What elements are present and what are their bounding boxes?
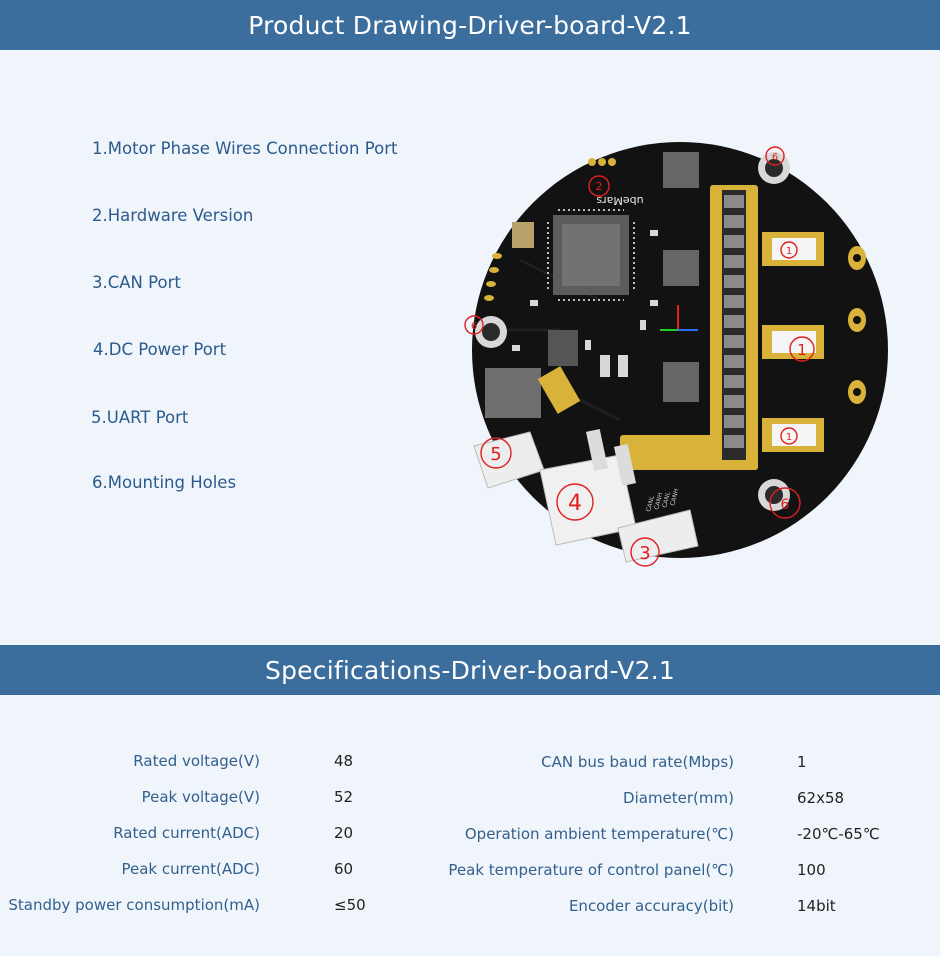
mounting-holes bbox=[475, 152, 790, 511]
svg-text:1: 1 bbox=[786, 246, 792, 257]
spec-label-peak-panel-temp: Peak temperature of control panel(℃) bbox=[448, 861, 734, 879]
svg-text:5: 5 bbox=[490, 444, 501, 465]
dc-power-connector bbox=[539, 428, 637, 546]
spec-value-peak-panel-temp: 100 bbox=[797, 861, 826, 879]
pcb-body bbox=[472, 142, 888, 558]
svg-text:CANH: CANH bbox=[669, 488, 680, 507]
svg-text:6: 6 bbox=[471, 321, 477, 332]
svg-text:CANL: CANL bbox=[661, 490, 672, 508]
svg-text:2: 2 bbox=[596, 180, 603, 193]
spec-label-encoder-accuracy: Encoder accuracy(bit) bbox=[568, 897, 734, 915]
spec-value-encoder-accuracy: 14bit bbox=[797, 897, 836, 915]
spec-value-peak-voltage: 52 bbox=[334, 788, 354, 806]
driver-board-drawing: ubeMars CANL CANH CANL CANH bbox=[464, 142, 888, 567]
capacitor-column bbox=[724, 195, 744, 448]
spec-label-can-baud: CAN bus baud rate(Mbps) bbox=[541, 753, 734, 771]
legend-item-motor-phase: 1.Motor Phase Wires Connection Port bbox=[92, 139, 398, 158]
driver-board-illustration: ubeMars CANL CANH CANL CANH bbox=[460, 120, 900, 580]
legend-item-dc-power-port: 4.DC Power Port bbox=[93, 340, 227, 359]
spec-label-diameter: Diameter(mm) bbox=[623, 789, 734, 807]
svg-text:1: 1 bbox=[786, 432, 792, 443]
spec-value-diameter: 62x58 bbox=[797, 789, 845, 807]
board-silkscreen-logo: ubeMars bbox=[596, 194, 643, 207]
svg-text:CANL: CANL bbox=[645, 494, 656, 512]
drawing-title-banner: Product Drawing-Driver-board-V2.1 bbox=[0, 0, 940, 50]
svg-text:6: 6 bbox=[772, 152, 778, 163]
drawing-title: Product Drawing-Driver-board-V2.1 bbox=[248, 10, 692, 40]
callout-numbers: 1 1 1 2 3 4 5 6 6 6 bbox=[471, 152, 807, 564]
spec-value-rated-voltage: 48 bbox=[334, 752, 354, 770]
svg-text:1: 1 bbox=[797, 341, 807, 359]
spec-value-can-baud: 1 bbox=[797, 753, 807, 771]
spec-value-ambient-temp: -20℃-65℃ bbox=[797, 825, 880, 843]
svg-text:4: 4 bbox=[568, 491, 582, 516]
phase-pads bbox=[762, 232, 824, 452]
inductor bbox=[485, 368, 541, 418]
legend-item-uart-port: 5.UART Port bbox=[91, 408, 189, 427]
specs-title-banner: Specifications-Driver-board-V2.1 bbox=[0, 645, 940, 695]
spec-value-peak-current: 60 bbox=[334, 860, 354, 878]
legend-item-mounting-holes: 6.Mounting Holes bbox=[92, 473, 237, 492]
spec-label-peak-current: Peak current(ADC) bbox=[121, 860, 261, 878]
callout-circles bbox=[464, 146, 815, 567]
specs-title: Specifications-Driver-board-V2.1 bbox=[265, 655, 675, 685]
axis-mark bbox=[660, 305, 698, 331]
spec-label-peak-voltage: Peak voltage(V) bbox=[141, 788, 260, 806]
spec-label-standby-power: Standby power consumption(mA) bbox=[8, 896, 260, 914]
legend-item-hardware-version: 2.Hardware Version bbox=[92, 206, 254, 225]
spec-label-rated-current: Rated current(ADC) bbox=[113, 824, 260, 842]
spec-label-ambient-temp: Operation ambient temperature(℃) bbox=[464, 825, 734, 843]
can-pin-labels: CANL CANH CANL CANH bbox=[645, 488, 680, 513]
can-connector bbox=[617, 509, 699, 563]
spec-label-rated-voltage: Rated voltage(V) bbox=[133, 752, 260, 770]
svg-text:3: 3 bbox=[639, 543, 650, 564]
svg-text:CANH: CANH bbox=[653, 492, 664, 511]
spec-value-standby-power: ≤50 bbox=[334, 896, 366, 914]
legend-item-can-port: 3.CAN Port bbox=[92, 273, 181, 292]
svg-text:6: 6 bbox=[781, 497, 790, 513]
spec-value-rated-current: 20 bbox=[334, 824, 354, 842]
